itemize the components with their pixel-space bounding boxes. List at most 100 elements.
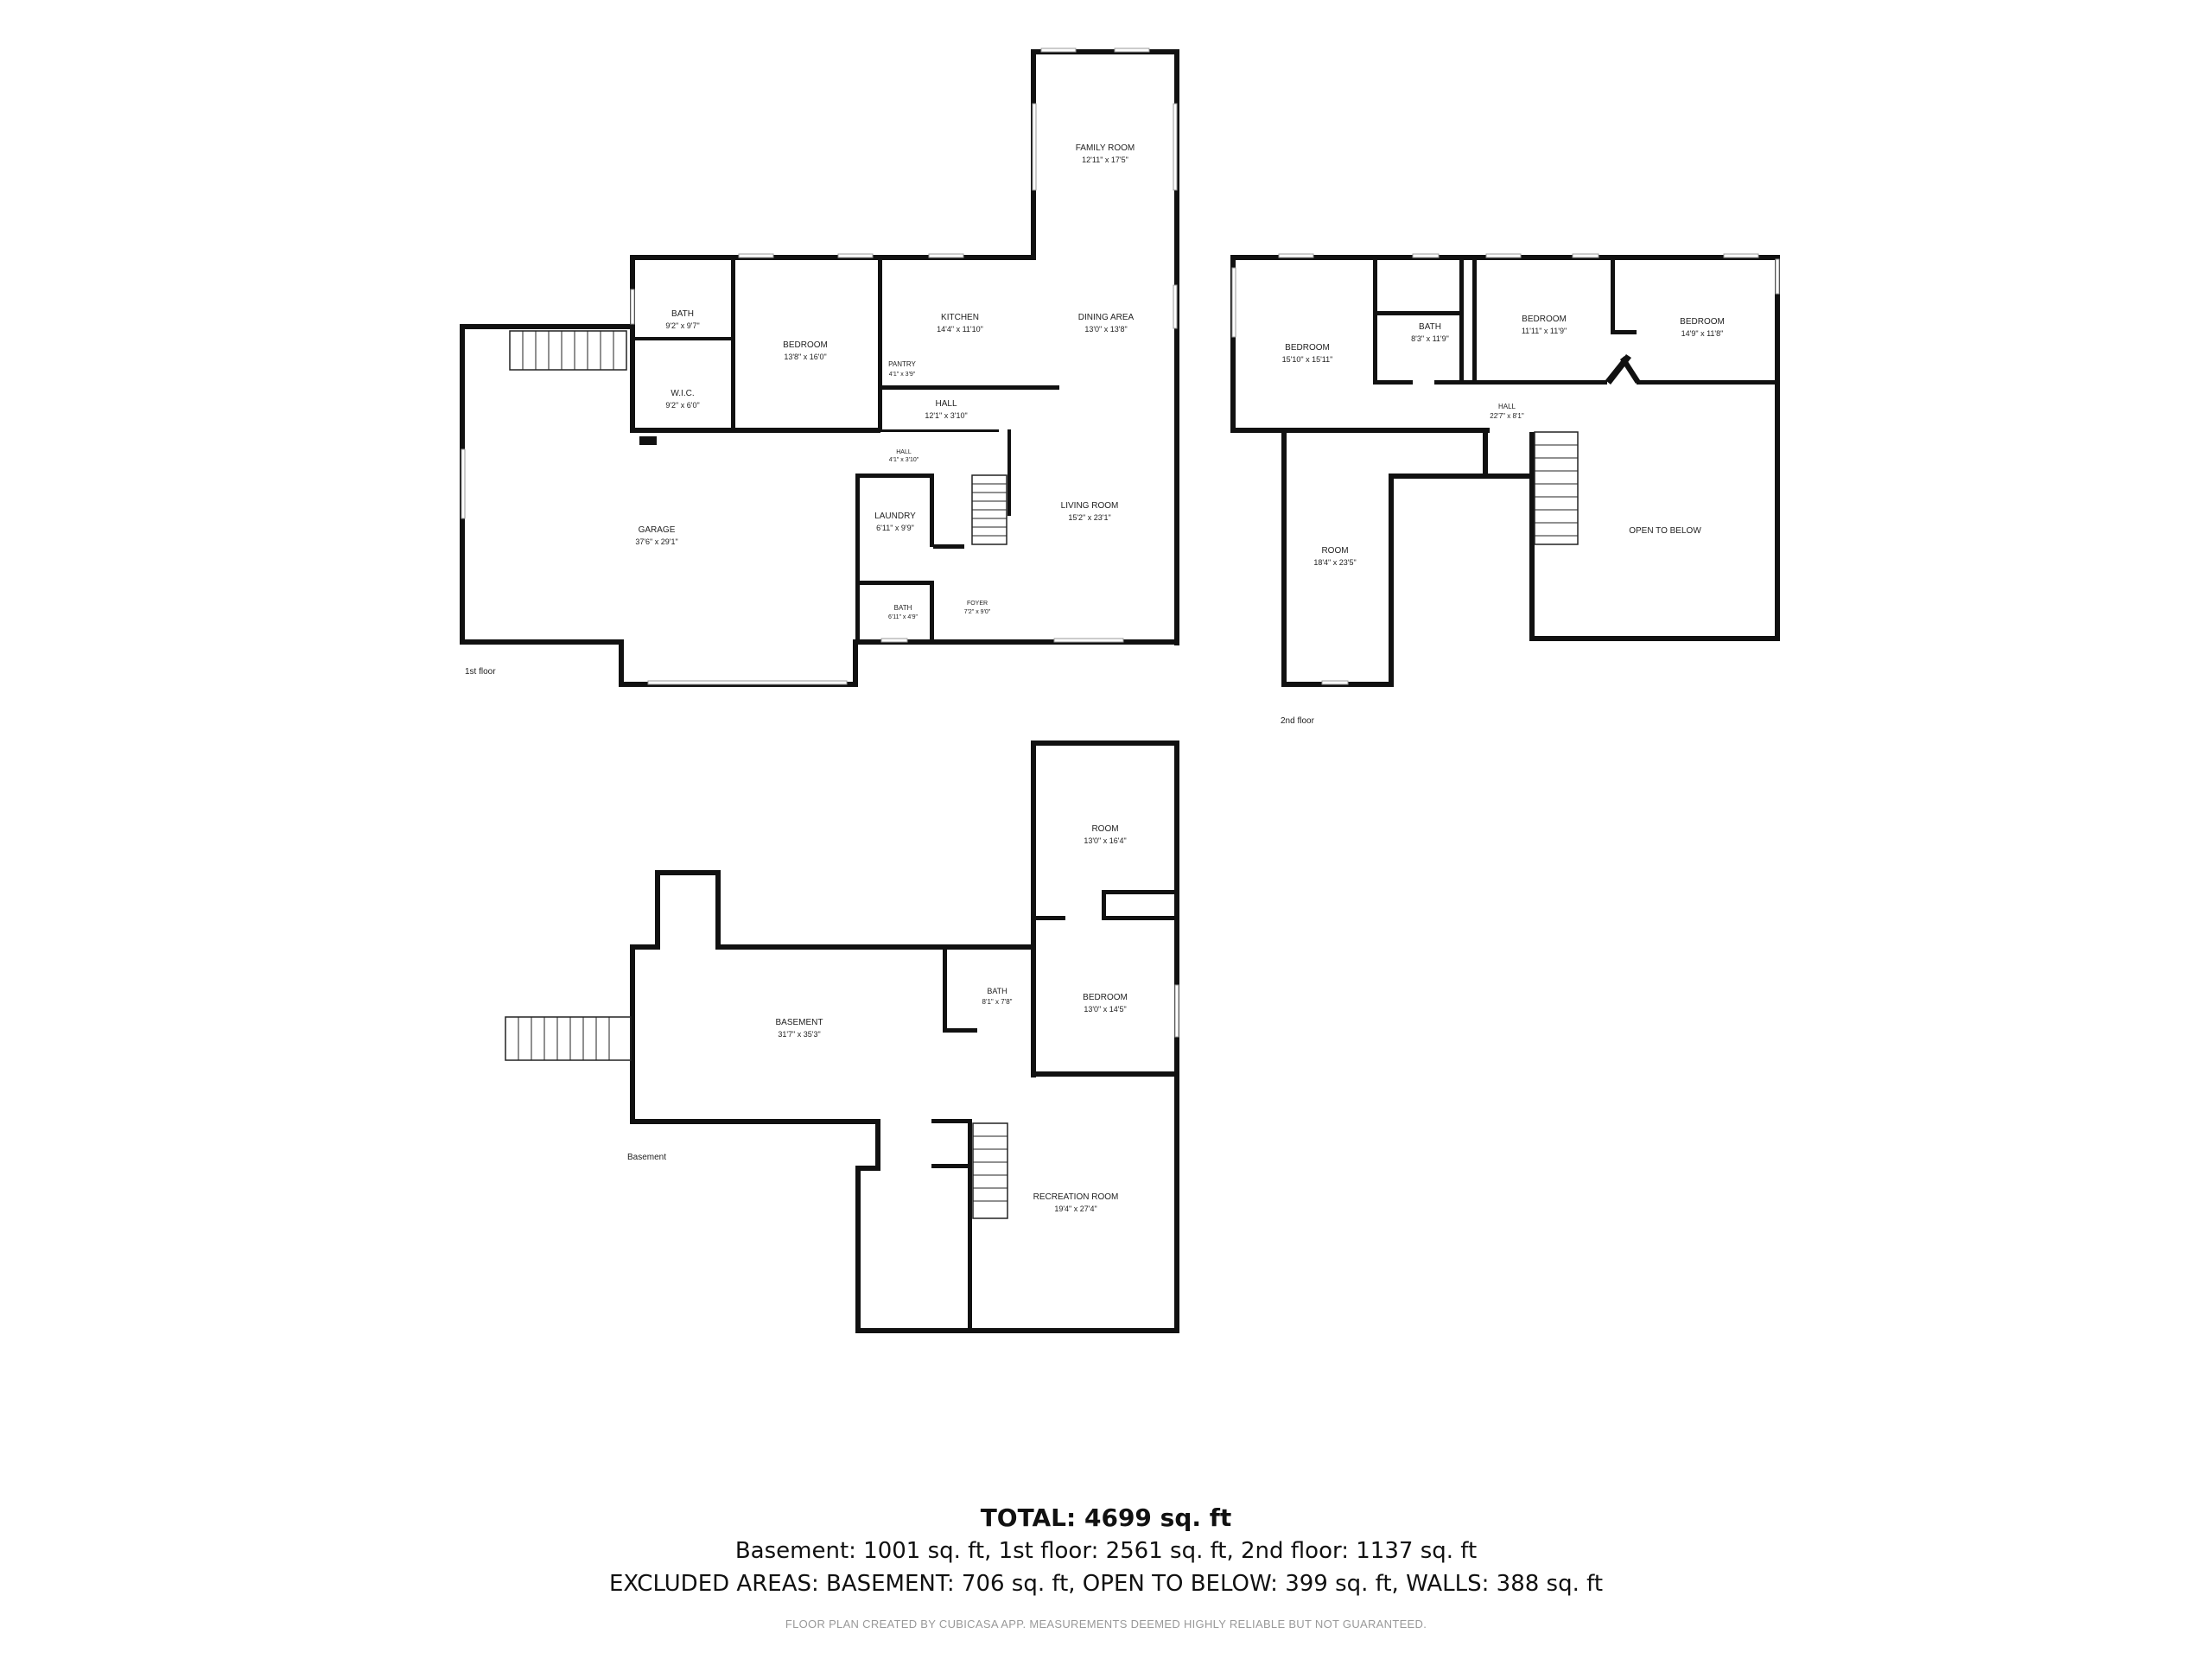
- wall: [943, 1028, 977, 1033]
- window: [1321, 680, 1349, 685]
- room-dim-recreation-room: 19'4" x 27'4": [1054, 1205, 1096, 1213]
- room-dim-laundry: 6'11" x 9'9": [876, 524, 914, 532]
- wall: [1483, 428, 1488, 479]
- room-dim-dining-area: 13'0" x 13'8": [1084, 325, 1127, 334]
- room-dim-room: 13'0" x 16'4": [1084, 836, 1126, 845]
- room-name-recreation-room: RECREATION ROOM: [1033, 1192, 1119, 1202]
- wall: [878, 429, 999, 432]
- wall: [630, 255, 1036, 260]
- wall: [630, 944, 635, 1124]
- wall: [875, 1119, 880, 1171]
- wall: [655, 870, 660, 950]
- room-name-family-room: FAMILY ROOM: [1076, 143, 1135, 153]
- wall: [968, 1119, 972, 1333]
- wall: [655, 870, 721, 875]
- room-dim-bedroom: 15'10" x 15'11": [1282, 355, 1333, 364]
- wall: [1529, 636, 1780, 641]
- room-name-laundry: LAUNDRY: [874, 512, 916, 521]
- wall: [619, 639, 624, 687]
- excluded-areas: EXCLUDED AREAS: BASEMENT: 706 sq. ft, OP…: [608, 1571, 1604, 1597]
- wall: [1637, 380, 1780, 385]
- room-dim-hall: 12'1" x 3'10": [925, 411, 967, 420]
- wall: [1031, 916, 1065, 920]
- stairs: [1534, 431, 1579, 545]
- wall: [1472, 255, 1477, 385]
- room-dim-basement: 31'7" x 35'3": [778, 1030, 820, 1039]
- room-name-bath: BATH: [987, 987, 1007, 995]
- window: [928, 253, 964, 258]
- room-dim-pantry: 4'1" x 3'9": [889, 372, 916, 378]
- wall: [1529, 432, 1535, 641]
- room-name-bath: BATH: [1419, 322, 1441, 332]
- room-dim-kitchen: 14'4" x 11'10": [937, 325, 983, 334]
- room-name-bedroom: BEDROOM: [783, 340, 828, 350]
- wall: [878, 255, 882, 432]
- wall: [630, 1119, 880, 1124]
- wall: [1281, 428, 1287, 687]
- window: [1485, 253, 1522, 258]
- wall: [731, 255, 735, 432]
- stairs: [971, 474, 1007, 545]
- wall: [1031, 49, 1179, 54]
- room-name-open-to-below: OPEN TO BELOW: [1629, 526, 1701, 536]
- wall: [1459, 255, 1464, 385]
- basement-plan: ROOM 13'0" x 16'4" BATH 8'1" x 7'8" BEDR…: [505, 741, 1179, 1333]
- disclaimer: FLOOR PLAN CREATED BY CUBICASA APP. MEAS…: [785, 1618, 1427, 1630]
- first-floor-plan: FAMILY ROOM 12'11" x 17'5" BATH 9'2" x 9…: [460, 48, 1179, 687]
- wall: [930, 474, 934, 547]
- window: [1040, 48, 1077, 53]
- room-name-bath: BATH: [671, 309, 694, 319]
- wall: [1230, 428, 1490, 433]
- stairs: [505, 1016, 632, 1061]
- window: [1173, 284, 1178, 329]
- room-dim-room: 18'4" x 23'5": [1313, 558, 1356, 567]
- wall: [1007, 429, 1011, 516]
- wall: [855, 1328, 1179, 1333]
- stairs: [509, 330, 627, 371]
- window: [837, 253, 874, 258]
- wall: [853, 639, 858, 687]
- stairs: [972, 1122, 1008, 1219]
- window: [1174, 984, 1179, 1038]
- window: [1723, 253, 1759, 258]
- wall: [1031, 741, 1036, 1077]
- window: [1231, 267, 1236, 338]
- room-name-living-room: LIVING ROOM: [1061, 501, 1119, 511]
- room-dim-wic: 9'2" x 6'0": [665, 401, 699, 410]
- wall: [855, 581, 933, 585]
- window: [1053, 638, 1124, 643]
- wall: [639, 436, 657, 445]
- room-dim-garage: 37'6" x 29'1": [635, 537, 677, 546]
- wall: [853, 639, 1179, 645]
- wall: [1174, 49, 1179, 645]
- window: [738, 253, 774, 258]
- window: [1775, 258, 1780, 295]
- wall: [931, 1164, 970, 1168]
- wall: [930, 581, 934, 641]
- room-name-room: ROOM: [1091, 824, 1118, 834]
- room-name-dining-area: DINING AREA: [1078, 313, 1135, 322]
- wall: [1373, 311, 1463, 315]
- room-dim-family-room: 12'11" x 17'5": [1082, 156, 1128, 164]
- wall: [460, 639, 624, 645]
- wall: [630, 428, 880, 433]
- room-dim-hall-small: 4'1" x 3'10": [889, 457, 919, 463]
- window: [1032, 103, 1037, 191]
- room-dim-bath: 9'2" x 9'7": [665, 321, 699, 330]
- wall: [715, 870, 721, 950]
- window: [1278, 253, 1314, 258]
- room-name-room: ROOM: [1321, 546, 1348, 556]
- window: [630, 289, 635, 325]
- room-name-wic: W.I.C.: [671, 389, 694, 398]
- wall: [1031, 741, 1179, 746]
- wall: [1373, 255, 1377, 385]
- floor-label-2nd: 2nd floor: [1281, 716, 1315, 726]
- floor-label-basement: Basement: [627, 1153, 666, 1162]
- wall: [1031, 1071, 1179, 1077]
- room-dim-bedroom: 13'8" x 16'0": [784, 353, 826, 361]
- room-name-basement: BASEMENT: [775, 1018, 823, 1027]
- wall: [1611, 255, 1615, 333]
- window: [1114, 48, 1150, 53]
- floor-areas: Basement: 1001 sq. ft, 1st floor: 2561 s…: [734, 1538, 1478, 1564]
